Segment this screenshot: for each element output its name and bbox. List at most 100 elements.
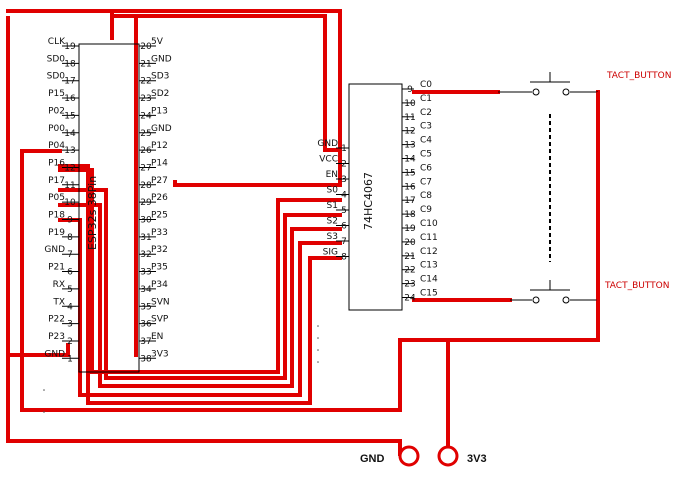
mux-left-pin-name: GND (317, 139, 338, 149)
esp32-right-pin-number: 38 (140, 354, 152, 364)
mux-right-pin-name: C9 (420, 205, 432, 215)
mux-right-pin-name: C14 (420, 275, 438, 285)
mux-right-pin-number: 21 (404, 252, 415, 262)
esp32-left-pin-name: P18 (48, 211, 65, 221)
wire-en (173, 180, 342, 187)
esp32-right-pin-number: 21 (140, 59, 151, 69)
mux-right-pin-number: 13 (404, 141, 415, 151)
esp32-right-pin-name: P27 (151, 176, 168, 186)
esp32-left-pin-name: CLK (48, 37, 66, 47)
esp32-left-pin-number: 4 (67, 302, 73, 312)
tact-button-top-label: TACT_BUTTON (606, 71, 672, 81)
mux-body (348, 83, 403, 311)
esp32-left-pin-name: P04 (48, 141, 65, 151)
esp32-left-pin-name: SD0 (47, 72, 66, 82)
esp32-right-pin-number: 26 (140, 146, 152, 156)
esp32-right-pin-name: P32 (151, 245, 168, 255)
esp32-right-pin-name: EN (151, 332, 163, 342)
gnd-label: GND (360, 453, 385, 465)
esp32-right-pin-name: SVP (151, 315, 169, 325)
mux-right-pin-number: 20 (404, 238, 416, 248)
mux-left-pin-number: 5 (341, 206, 347, 216)
esp32-left-pin-number: 5 (67, 285, 73, 295)
mux-left-pin-number: 3 (341, 175, 347, 185)
esp32-left-pin-number: 8 (67, 233, 73, 243)
mux-right-pin-number: 17 (404, 196, 415, 206)
tact-button-bottom-label: TACT_BUTTON (604, 281, 670, 291)
mux-right-pin-name: C12 (420, 247, 438, 257)
mux-right-pin-name: C6 (420, 163, 432, 173)
mux-right-pins: C09C110C211C312C413C514C615C716C817C918C… (402, 80, 438, 304)
esp32-right-pin-name: P13 (151, 106, 168, 116)
mux-left-pin-number: 4 (341, 191, 347, 201)
mux-right-pin-name: C7 (420, 177, 432, 187)
esp32-right-pin-number: 36 (140, 320, 152, 330)
esp32-left-pin-number: 13 (64, 146, 75, 156)
esp32-right-pin-name: 3V3 (151, 349, 169, 359)
esp32-right-pin-name: 5V (151, 37, 164, 47)
mux-left-pin-name: S3 (327, 232, 338, 242)
esp32-left-pin-number: 6 (67, 268, 73, 278)
esp32-left-pin-name: P22 (48, 315, 65, 325)
esp32-left-pin-name: P00 (48, 124, 65, 134)
esp32-name: ESP32s 38Pin (86, 176, 99, 250)
esp32-right-pin-number: 35 (140, 302, 151, 312)
wire-top-frame (6, 9, 342, 184)
esp32-right-pin-number: 33 (140, 268, 151, 278)
esp32-right-pin-name: GND (151, 124, 172, 134)
wire-mux-gnd (110, 11, 342, 152)
gnd-terminal: GND (360, 445, 420, 467)
wire-gnd-bottom (6, 343, 70, 357)
wire-sig-down (86, 164, 312, 405)
esp32-left-pin-name: TX (52, 297, 65, 307)
esp32-right-pin-number: 31 (140, 233, 151, 243)
esp32-left-pin-number: 11 (64, 181, 75, 191)
mux-right-pin-name: C5 (420, 150, 432, 160)
v33-terminal: 3V3 (437, 445, 487, 467)
esp32-right-pin-number: 27 (140, 163, 151, 173)
mux-right-pin-name: C2 (420, 108, 432, 118)
esp32-left-pin-name: P05 (48, 193, 65, 203)
esp32-right-pin-number: 23 (140, 94, 151, 104)
esp32-right-pin-number: 24 (140, 111, 152, 121)
esp32-right-pin-name: P25 (151, 211, 168, 221)
esp32-left-pin-number: 14 (64, 129, 76, 139)
tact-button-top (498, 72, 598, 96)
wires (6, 9, 600, 456)
esp32-left-pin-number: 12 (64, 163, 75, 173)
esp32-right-pin-name: P35 (151, 263, 168, 273)
mux-left-pin-name: S1 (327, 201, 338, 211)
mux-left-pin-name: SIG (323, 248, 338, 258)
esp32-left-pin-name: P23 (48, 332, 65, 342)
esp32-right-pin-number: 20 (140, 42, 152, 52)
esp32-left-pin-number: 19 (64, 42, 76, 52)
esp32-right-pin-number: 30 (140, 216, 152, 226)
mux-right-pin-number: 16 (404, 182, 416, 192)
tact-button-bottom (510, 280, 598, 304)
esp32-left-pin-number: 9 (67, 216, 73, 226)
mux-right-pin-name: C4 (420, 136, 432, 146)
mux-left-pin-name: EN (326, 170, 338, 180)
mux-name: 74HC4067 (362, 172, 375, 230)
esp32-left-pin-number: 3 (67, 320, 73, 330)
esp32-right-pin-name: P14 (151, 158, 168, 168)
mux-right-pin-number: 11 (404, 113, 415, 123)
mux-left-pin-number: 7 (341, 237, 347, 247)
esp32-right-pin-name: GND (151, 54, 172, 64)
mux-right-pin-number: 18 (404, 210, 416, 220)
esp32-left-pin-number: 16 (64, 94, 76, 104)
esp32-left-pin-number: 7 (67, 250, 73, 260)
esp32-left-pin-name: P02 (48, 106, 65, 116)
mux-right-pin-name: C0 (420, 80, 432, 90)
esp32-right-pin-name: P33 (151, 228, 168, 238)
esp32-right-pin-name: P34 (151, 280, 168, 290)
esp32-right-pin-number: 25 (140, 129, 151, 139)
esp32-left-pin-name: P19 (48, 228, 65, 238)
mux-right-pin-name: C10 (420, 219, 438, 229)
esp32-left-pin-number: 2 (67, 337, 73, 347)
